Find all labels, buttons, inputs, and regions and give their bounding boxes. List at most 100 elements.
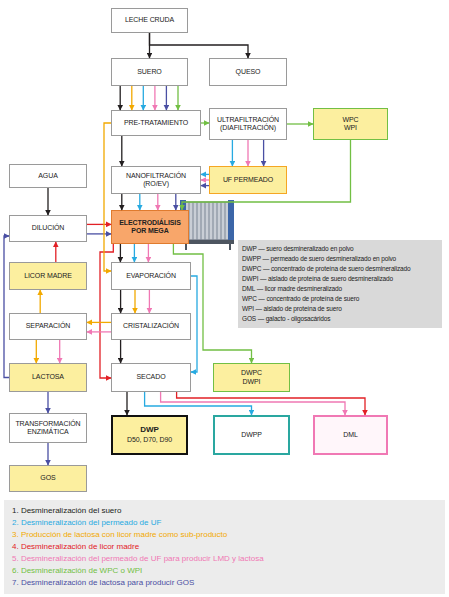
- flow-arrow: [120, 244, 121, 262]
- end-plate: [228, 200, 234, 242]
- stack-leg: [229, 244, 231, 250]
- flow-arrow: [4, 236, 9, 378]
- process-box: DWPD50, D70, D90: [111, 415, 188, 455]
- node-label: NANOFILTRACIÓN (RO/EV): [121, 172, 191, 189]
- stack-base: [182, 240, 234, 244]
- legend-text: 3. Producción de lactosa con licor madre…: [12, 530, 227, 539]
- flow-arrow: [120, 86, 121, 110]
- process-box: DILUCIÓN: [9, 215, 87, 242]
- process-box: UF PERMEADO: [209, 166, 287, 194]
- flow-arrow: [201, 122, 209, 123]
- node-label: LACTOSA: [32, 373, 64, 382]
- flow-arrow: [145, 392, 252, 415]
- flow-arrow: [87, 233, 111, 234]
- flow-arrow: [126, 392, 127, 415]
- flow-arrow: [47, 188, 48, 215]
- node-label: SECADO: [137, 373, 166, 382]
- flow-arrow: [143, 86, 144, 110]
- process-box: ELECTRODIÁLISIS POR MEGA: [111, 210, 189, 244]
- node-label: GOS: [40, 474, 55, 483]
- flow-arrow: [36, 340, 37, 363]
- flow-arrow: [120, 340, 121, 363]
- flow-arrow: [55, 242, 56, 262]
- node-label: AGUA: [38, 172, 57, 181]
- flow-arrow: [87, 331, 111, 332]
- process-box: SEPARACIÓN: [9, 313, 87, 340]
- flow-arrow: [201, 174, 209, 175]
- node-label: ELECTRODIÁLISIS POR MEGA: [113, 219, 187, 236]
- stack-frame: [184, 202, 230, 240]
- flow-arrow: [161, 392, 345, 415]
- flow-arrow: [182, 140, 351, 210]
- process-box: DML: [313, 415, 388, 455]
- flow-arrow: [121, 136, 122, 166]
- node-label: EVAPORACIÓN: [126, 272, 176, 281]
- stack-plates: [189, 202, 225, 240]
- flow-arrow: [263, 140, 264, 166]
- process-box: WPC WPI: [313, 108, 388, 140]
- legend-entry: 2. Desmineralización del permeado de UF: [12, 518, 437, 528]
- flow-arrow: [173, 244, 251, 363]
- flow-arrow: [247, 140, 248, 166]
- node-label: DML: [343, 431, 357, 440]
- abbreviation-text: DWP — suero desmineralizado en polvo: [242, 244, 354, 254]
- node-label: DWPC DWPI: [237, 369, 267, 386]
- node-label: SEPARACIÓN: [26, 322, 70, 331]
- legend-text: 5. Desmineralización del permeado de UF …: [12, 554, 264, 563]
- flow-arrow: [149, 33, 150, 58]
- node-label: QUESO: [236, 68, 261, 77]
- node-label: DILUCIÓN: [32, 224, 65, 233]
- flow-arrow: [59, 340, 60, 363]
- flow-arrow: [131, 86, 132, 110]
- process-box: NANOFILTRACIÓN (RO/EV): [111, 166, 201, 194]
- flow-arrow: [87, 224, 111, 225]
- node-label: DWPP: [241, 431, 262, 440]
- legend-text: 7. Desmineralización de lactosa para pro…: [12, 578, 194, 587]
- flow-arrow: [47, 392, 48, 413]
- node-label: LECHE CRUDA: [125, 16, 174, 25]
- flow-arrow: [177, 86, 178, 110]
- node-label: UF PERMEADO: [223, 176, 273, 185]
- node-label: ULTRAFILTRACIÓN (DIAFILTRACIÓN): [212, 116, 284, 133]
- legend-entry: 7. Desmineralización de lactosa para pro…: [12, 578, 437, 588]
- process-box: SECADO: [111, 363, 191, 392]
- node-label: TRANSFORMACIÓN ENZIMÁTICA: [10, 420, 86, 437]
- flow-arrow: [134, 290, 135, 313]
- flow-arrow: [148, 244, 149, 262]
- legend-entry: 5. Desmineralización del permeado de UF …: [12, 554, 437, 564]
- legend-entry: 4. Desmineralización de licor madre: [12, 542, 437, 552]
- process-box: PRE-TRATAMIENTO: [111, 110, 201, 136]
- flow-arrow: [149, 290, 150, 313]
- abbreviation-box: DWP — suero desmineralizado en polvoDWPP…: [238, 240, 442, 328]
- flow-arrow: [175, 194, 176, 210]
- flow-arrow: [87, 322, 111, 323]
- process-box: LACTOSA: [9, 363, 87, 392]
- stack-leg: [185, 244, 187, 250]
- flow-arrow: [150, 33, 249, 58]
- flow-arrow: [201, 179, 209, 180]
- flow-arrow: [40, 290, 41, 313]
- legend-entry: 6. Desmineralización de WPC o WPI: [12, 566, 437, 576]
- process-box: DWPC DWPI: [213, 363, 290, 392]
- abbreviation-text: WPI — aislado de proteína de suero: [242, 304, 342, 314]
- flow-arrow: [100, 244, 113, 378]
- flow-arrow: [104, 123, 111, 271]
- legend-text: 2. Desmineralización del permeado de UF: [12, 518, 161, 527]
- flow-arrow: [191, 276, 197, 372]
- node-label: SUERO: [137, 68, 161, 77]
- process-box: QUESO: [209, 58, 287, 86]
- abbreviation-text: DWPC — concentrado de proteína de suero …: [242, 264, 410, 274]
- flow-arrow: [177, 392, 365, 415]
- process-box: LICOR MADRE: [9, 262, 87, 290]
- node-label: DWP: [140, 426, 158, 435]
- process-box: ULTRAFILTRACIÓN (DIAFILTRACIÓN): [209, 108, 287, 140]
- abbreviation-text: GOS — galacto - oligosacáridos: [242, 314, 330, 324]
- legend-entry: 3. Producción de lactosa con licor madre…: [12, 530, 437, 540]
- abbreviation-text: DWPI — aislado de proteína de suero desm…: [242, 274, 393, 284]
- process-box: GOS: [9, 465, 87, 492]
- node-label: D50, D70, D90: [127, 436, 172, 445]
- legend-text: 4. Desmineralización de licor madre: [12, 542, 139, 551]
- process-box: SUERO: [111, 58, 188, 86]
